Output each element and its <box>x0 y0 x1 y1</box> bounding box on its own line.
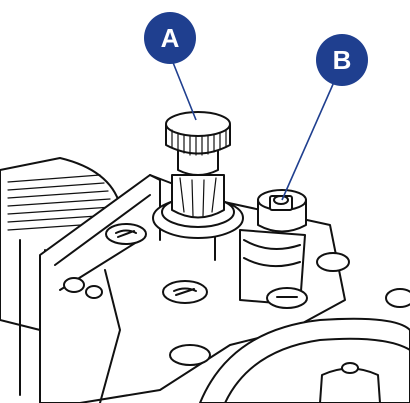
housing-screw-lower-right <box>266 287 308 309</box>
callout-a-label: A <box>161 23 180 53</box>
housing-screw-center <box>162 280 208 304</box>
housing-nub-left <box>63 277 103 299</box>
callout-b-label: B <box>333 45 352 75</box>
callout-b-leader <box>281 81 335 201</box>
bleed-knob-assembly <box>152 111 244 239</box>
callout-b-circle <box>316 34 368 86</box>
housing-screw-left-upper <box>105 223 147 245</box>
callout-a-circle <box>144 12 196 64</box>
callout-a-leader <box>171 59 197 121</box>
callout-a: A <box>144 12 196 64</box>
housing-screw-right <box>316 252 350 272</box>
housing-screw-lower-left <box>169 344 211 366</box>
callout-b: B <box>316 34 368 86</box>
valve-bowl <box>199 317 410 403</box>
housing-screw-far-right <box>385 288 410 308</box>
